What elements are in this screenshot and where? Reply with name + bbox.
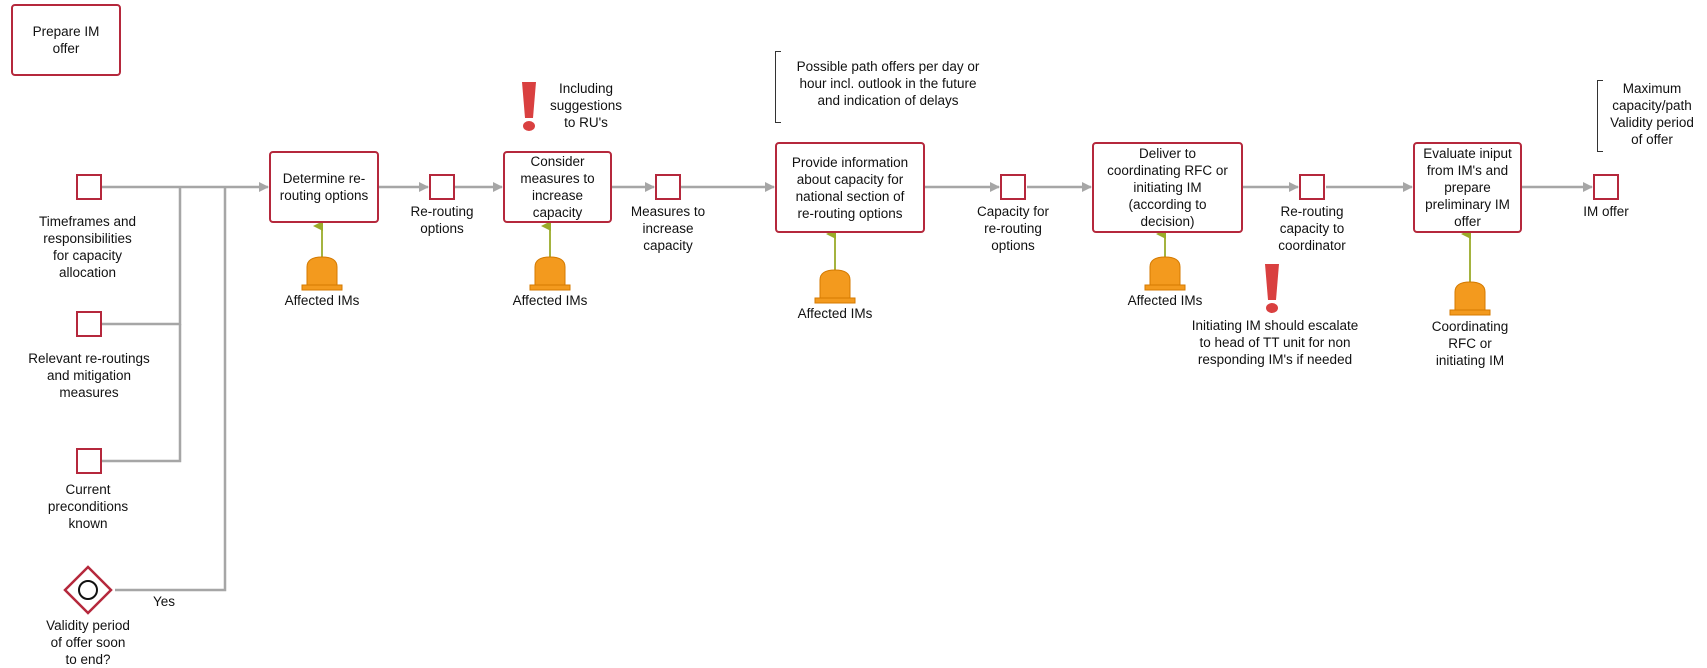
task-determine-rerouting[interactable]: Determine re- routing options xyxy=(269,151,379,223)
gateway-diamond[interactable] xyxy=(63,565,113,615)
task-consider-measures[interactable]: Consider measures to increase capacity xyxy=(503,151,612,223)
warning-icon xyxy=(1265,264,1279,313)
role-label: Coordinating RFC or initiating IM xyxy=(1431,319,1509,368)
warning-icon xyxy=(522,82,536,131)
input-square-preconditions[interactable] xyxy=(76,448,102,474)
annotation-max-capacity: Maximum capacity/path Validity period of… xyxy=(1610,81,1694,147)
start-box[interactable]: Prepare IM offer xyxy=(11,4,121,76)
output-label-capacity: Capacity for re-routing options xyxy=(976,204,1050,253)
task-deliver[interactable]: Deliver to coordinating RFC or initiatin… xyxy=(1092,142,1243,233)
role-label: Affected IMs xyxy=(1127,293,1203,308)
role-icon xyxy=(814,269,856,304)
annotation-path-offers: Possible path offers per day or hour inc… xyxy=(796,59,980,108)
role-icon xyxy=(1449,281,1491,316)
output-label-capacity-coordinator: Re-routing capacity to coordinator xyxy=(1278,204,1346,253)
task-evaluate[interactable]: Evaluate iniput from IM's and prepare pr… xyxy=(1413,142,1522,233)
output-square-capacity[interactable] xyxy=(1000,174,1026,200)
output-square-measures[interactable] xyxy=(655,174,681,200)
output-label-rerouting-options: Re-routing options xyxy=(410,204,474,236)
output-label-measures: Measures to increase capacity xyxy=(630,204,706,253)
output-label-im-offer: IM offer xyxy=(1583,204,1629,219)
output-square-capacity-coordinator[interactable] xyxy=(1299,174,1325,200)
annotation-bracket xyxy=(1597,80,1603,152)
output-square-rerouting-options[interactable] xyxy=(429,174,455,200)
task-provide-information[interactable]: Provide information about capacity for n… xyxy=(775,142,925,233)
input-square-timeframes[interactable] xyxy=(76,174,102,200)
input-label-preconditions: Current preconditions known xyxy=(47,482,129,531)
input-square-rerouting-measures[interactable] xyxy=(76,311,102,337)
output-square-im-offer[interactable] xyxy=(1593,174,1619,200)
warning-label-ru: Including suggestions to RU's xyxy=(549,81,623,130)
gateway-branch-label: Yes xyxy=(152,594,176,609)
gateway-label: Validity period of offer soon to end? xyxy=(46,618,130,667)
flow-lines xyxy=(102,182,1593,592)
role-label: Affected IMs xyxy=(512,293,588,308)
role-icon xyxy=(529,256,571,291)
input-label-rerouting-measures: Relevant re-routings and mitigation meas… xyxy=(28,351,150,400)
role-label: Affected IMs xyxy=(284,293,360,308)
role-label: Affected IMs xyxy=(797,306,873,321)
role-icon xyxy=(301,256,343,291)
input-label-timeframes: Timeframes and responsibilities for capa… xyxy=(38,214,137,280)
annotation-bracket xyxy=(775,51,781,123)
role-icon xyxy=(1144,256,1186,291)
warning-label-escalate: Initiating IM should escalate to head of… xyxy=(1191,318,1359,367)
